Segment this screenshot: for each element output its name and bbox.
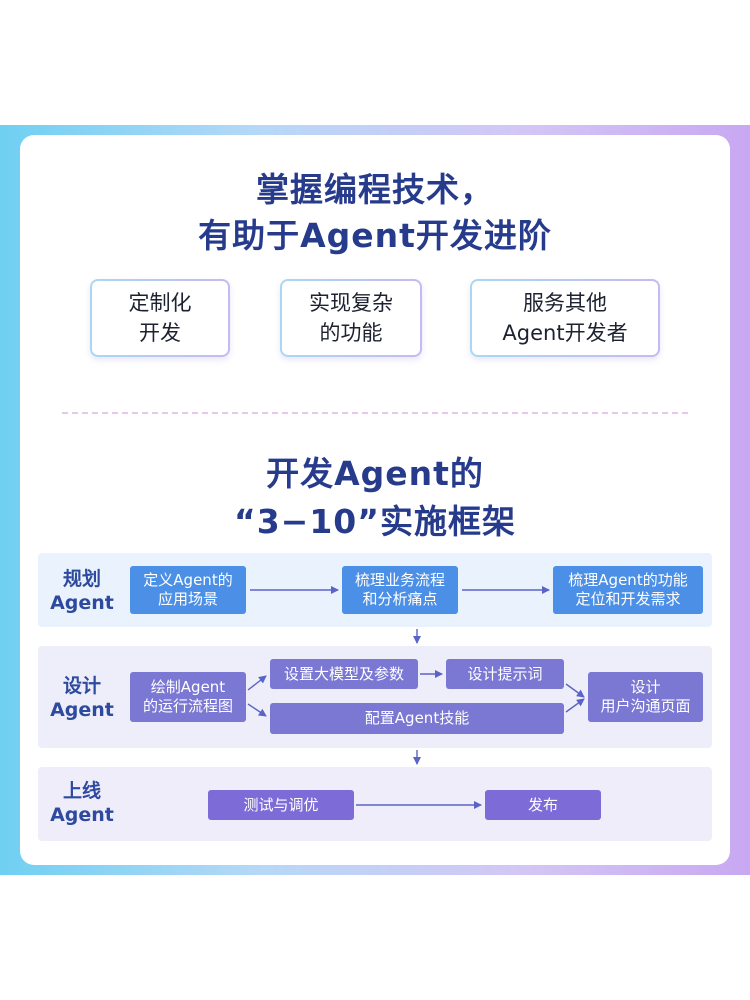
section-label-line: Agent [50, 804, 114, 826]
section-launch: 上线 Agent [38, 767, 712, 841]
section-plan-label: 规划 Agent [38, 567, 126, 615]
step-analyze-process: 梳理业务流程和分析痛点 [342, 566, 458, 614]
step-publish: 发布 [485, 790, 601, 820]
step-set-model: 设置大模型及参数 [270, 659, 418, 689]
benefit-custom-development: 定制化 开发 [90, 279, 230, 357]
step-line: 应用场景 [157, 590, 218, 608]
dashed-divider [62, 412, 688, 414]
benefit-line: 实现复杂 [309, 291, 393, 315]
section-label-line: Agent [50, 699, 114, 721]
benefit-complex-functions: 实现复杂 的功能 [280, 279, 422, 357]
framework-title-line-2: “3−10”实施框架 [234, 502, 516, 541]
step-define-scenario: 定义Agent的应用场景 [130, 566, 246, 614]
step-configure-skills: 配置Agent技能 [270, 703, 564, 734]
section-label-line: Agent [50, 592, 114, 614]
section-label-line: 规划 [62, 568, 101, 590]
step-line: 梳理业务流程 [354, 571, 445, 589]
step-line: 定义Agent的 [143, 571, 233, 589]
step-line: 用户沟通页面 [600, 697, 691, 715]
step-design-prompt: 设计提示词 [446, 659, 564, 689]
section-label-line: 设计 [62, 675, 101, 697]
step-line: 和分析痛点 [362, 590, 438, 608]
step-test-tune: 测试与调优 [208, 790, 354, 820]
step-line: 绘制Agent [150, 678, 226, 696]
benefit-serve-developers: 服务其他 Agent开发者 [470, 279, 660, 357]
benefit-line: Agent开发者 [502, 321, 628, 345]
headline-line-1: 掌握编程技术， [256, 170, 494, 209]
section-design-label: 设计 Agent [38, 674, 126, 722]
benefit-line: 的功能 [319, 321, 383, 345]
step-line: 设计 [630, 678, 661, 696]
benefit-line: 定制化 [128, 291, 192, 315]
section-label-line: 上线 [62, 780, 101, 802]
step-design-ui: 设计用户沟通页面 [588, 672, 703, 722]
section-launch-label: 上线 Agent [38, 779, 126, 827]
benefit-line: 服务其他 [522, 291, 607, 315]
benefit-line: 开发 [139, 321, 181, 345]
step-line: 的运行流程图 [142, 697, 233, 715]
headline-line-2: 有助于Agent开发进阶 [198, 216, 552, 255]
step-define-requirements: 梳理Agent的功能定位和开发需求 [553, 566, 703, 614]
step-line: 梳理Agent的功能 [568, 571, 688, 589]
step-line: 定位和开发需求 [575, 590, 681, 608]
framework-title-line-1: 开发Agent的 [266, 454, 484, 493]
